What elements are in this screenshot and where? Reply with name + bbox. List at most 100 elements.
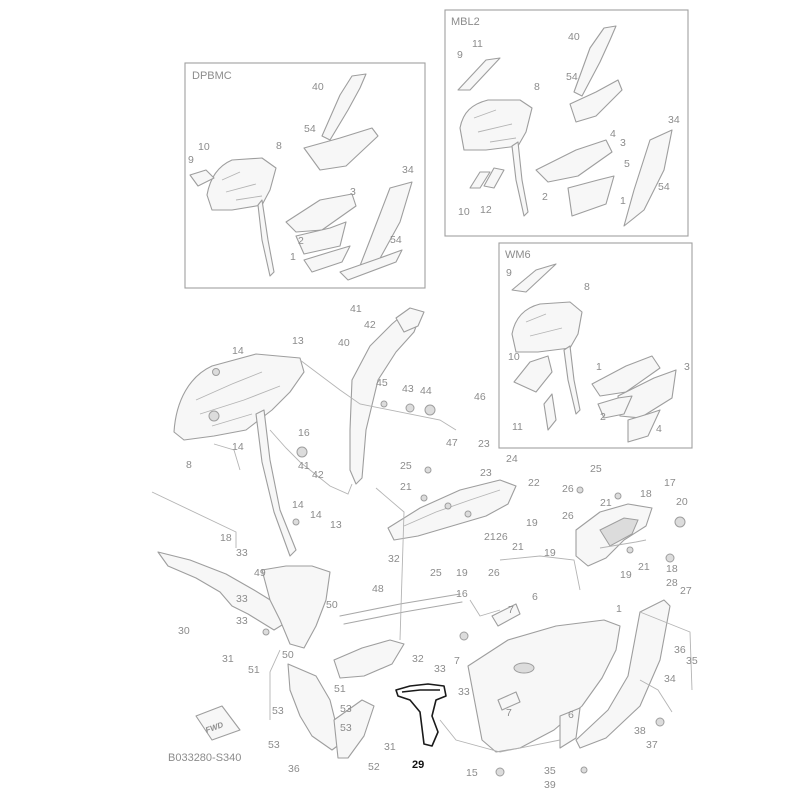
callout: 16 [456,588,468,600]
callout: 3 [684,361,690,373]
callout: 13 [330,519,342,531]
callout: 2 [542,191,548,203]
callout: 45 [376,377,388,389]
callout: 7 [454,655,460,667]
highlighted-part-label: 29 [412,759,424,771]
callout: 14 [232,345,244,357]
callout: 53 [340,703,352,715]
callout: 36 [288,763,300,775]
callout: 1 [290,251,296,263]
callout: 40 [568,31,580,43]
main-assembly: FWD 41 42 13 14 40 45 43 44 46 16 8 14 4… [151,303,698,791]
callout: 10 [198,141,210,153]
variant-label-dpbmc: DPBMC [192,70,232,82]
callout: 54 [390,234,402,246]
callout: 19 [526,517,538,529]
callouts-main: 41 42 13 14 40 45 43 44 46 16 8 14 47 41… [178,303,698,791]
callout: 2 [298,235,304,247]
callout: 16 [298,427,310,439]
callout: 25 [400,460,412,472]
callout: 33 [236,547,248,559]
callout: 19 [456,567,468,579]
callout: 35 [686,655,698,667]
callout: 14 [310,509,322,521]
callout: 3 [620,137,626,149]
callout: 26 [562,510,574,522]
callout: 24 [506,453,518,465]
callout: 54 [566,71,578,83]
callout: 19 [544,547,556,559]
callout: 34 [664,673,676,685]
fwd-badge: FWD [195,705,241,741]
callout: 14 [292,499,304,511]
callout: 40 [312,81,324,93]
highlighted-part-29 [395,683,447,747]
callout: 8 [276,140,282,152]
callout: 53 [340,722,352,734]
callout: 48 [372,583,384,595]
callout: 37 [646,739,658,751]
callout: 3 [350,186,356,198]
callouts-mbl2: 11 40 9 54 8 4 3 34 5 2 1 54 10 12 [457,31,680,218]
callout: 9 [457,49,463,61]
callout: 8 [534,81,540,93]
callout: 6 [568,709,574,721]
callout: 50 [326,599,338,611]
callout: 23 [478,438,490,450]
bracket-40 [349,311,421,485]
callout: 41 [298,460,310,472]
callout: 21 [512,541,524,553]
callout: 26 [488,567,500,579]
callout: 31 [384,741,396,753]
callout: 20 [676,496,688,508]
callout: 10 [508,351,520,363]
callout: 35 [544,765,556,777]
callout: 47 [446,437,458,449]
callout: 8 [584,281,590,293]
side-panel-8 [173,353,305,441]
callout: 33 [434,663,446,675]
callout: 41 [350,303,362,315]
callout: 30 [178,625,190,637]
callout: 21 [638,561,650,573]
variant-label-wm6: WM6 [505,249,531,261]
callout: 42 [312,469,324,481]
callout: 49 [254,567,266,579]
callout: 32 [412,653,424,665]
callout: 9 [188,154,194,166]
callout: 34 [668,114,680,126]
callout: 4 [610,128,616,140]
callout: 50 [282,649,294,661]
callout: 33 [236,615,248,627]
callout: 18 [220,532,232,544]
callout: 25 [430,567,442,579]
callout: 6 [532,591,538,603]
callout: 34 [402,164,414,176]
callout: 33 [458,686,470,698]
callout: 21 [484,531,496,543]
variant-box-wm6: WM6 9 8 10 1 3 2 11 4 [498,242,693,449]
callout: 51 [248,664,260,676]
callout: 18 [640,488,652,500]
callout: 53 [268,739,280,751]
callouts-dpbmc: 40 54 10 8 9 3 34 2 54 1 [188,81,414,263]
variant-label-mbl2: MBL2 [451,16,480,28]
callout: 31 [222,653,234,665]
callout: 33 [236,593,248,605]
callout: 46 [474,391,486,403]
callout: 12 [480,204,492,216]
callout: 54 [304,123,316,135]
callout: 5 [624,158,630,170]
callout: 14 [232,441,244,453]
callout: 38 [634,725,646,737]
variant-box-mbl2: MBL2 11 40 9 54 8 4 3 34 5 2 1 [444,9,689,237]
callout: 22 [528,477,540,489]
callout: 8 [186,459,192,471]
callout: 9 [506,267,512,279]
callout: 23 [480,467,492,479]
callout: 18 [666,563,678,575]
callout: 26 [496,531,508,543]
callout: 53 [272,705,284,717]
callout: 4 [656,423,662,435]
